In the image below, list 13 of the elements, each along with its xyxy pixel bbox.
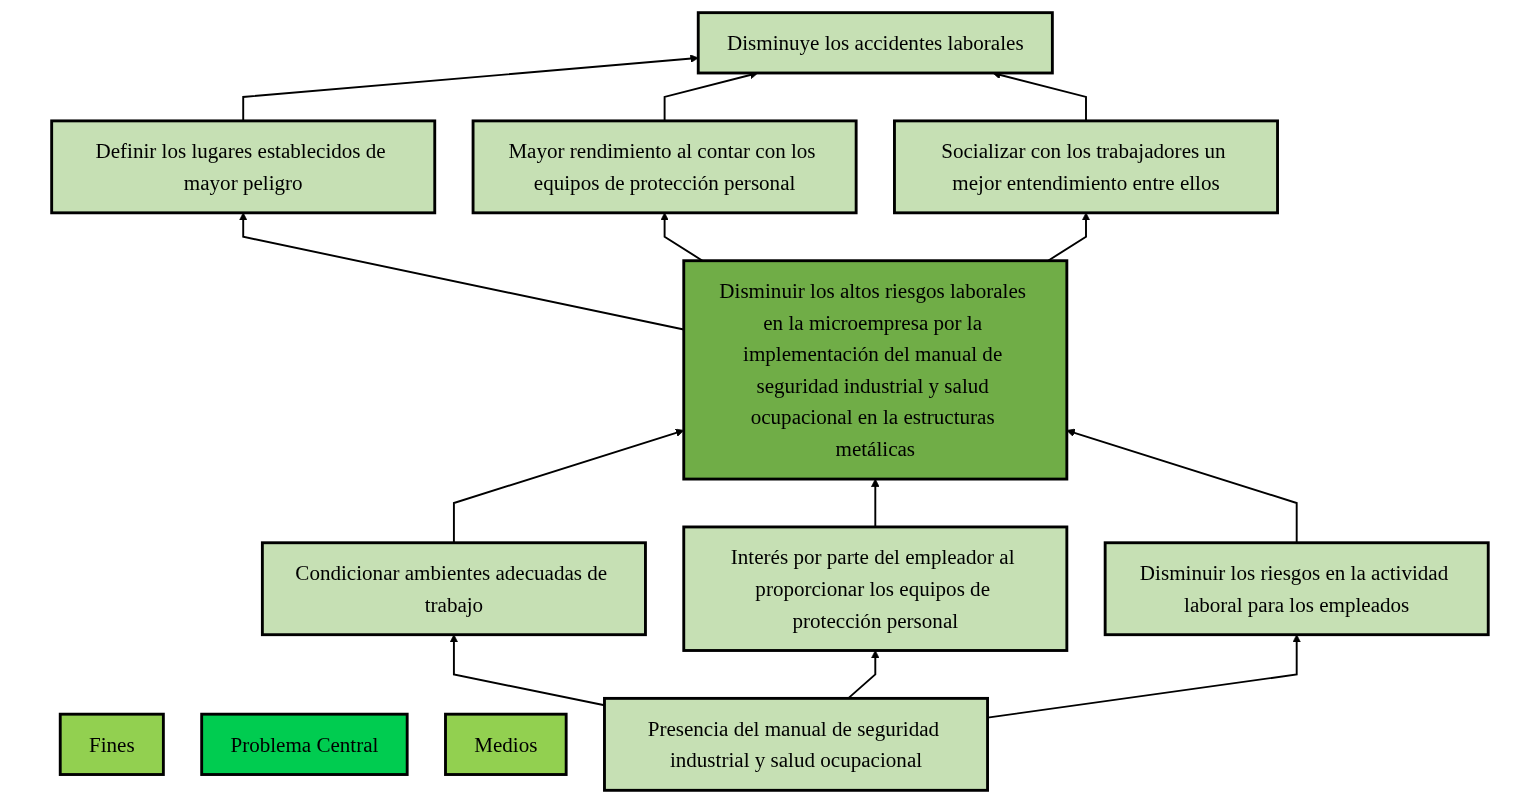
- node-box: Problema Central: [199, 712, 409, 776]
- node-box: Mayor rendimiento al contar con los equipos de protección personal: [471, 119, 858, 215]
- node-box: Disminuye los accidentes laborales: [696, 11, 1054, 75]
- node-box: Disminuir los riesgos en la actividad laboral para los empleados: [1103, 541, 1490, 637]
- node-box: Definir los lugares establecidos de mayor peligro: [49, 119, 436, 215]
- node-box: Condicionar ambientes adecuadas de trabajo: [260, 541, 647, 637]
- node-box: Medios: [443, 712, 568, 776]
- node-box: Presencia del manual de seguridad industrial y salud ocupacional: [602, 696, 989, 792]
- node-box: Disminuir los altos riesgos laborales en la microempresa por la implementación del manual de seguridad industrial y salud ocupacional en la estructuras metálicas: [681, 259, 1068, 481]
- node-box: Interés por parte del empleador al proporcionar los equipos de protección personal: [681, 525, 1068, 652]
- node-box: Socializar con los trabajadores un mejor entendimiento entre ellos: [892, 119, 1279, 215]
- arrow: [449, 634, 605, 707]
- node-box: Fines: [58, 712, 165, 776]
